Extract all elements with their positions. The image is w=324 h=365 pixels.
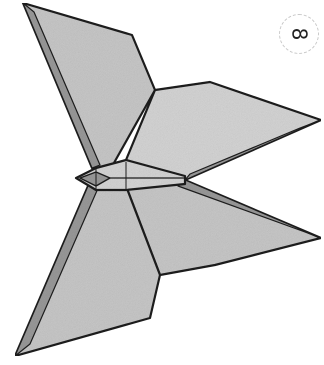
step-number: 8 bbox=[289, 28, 309, 41]
step-number-badge: 8 bbox=[279, 14, 319, 54]
